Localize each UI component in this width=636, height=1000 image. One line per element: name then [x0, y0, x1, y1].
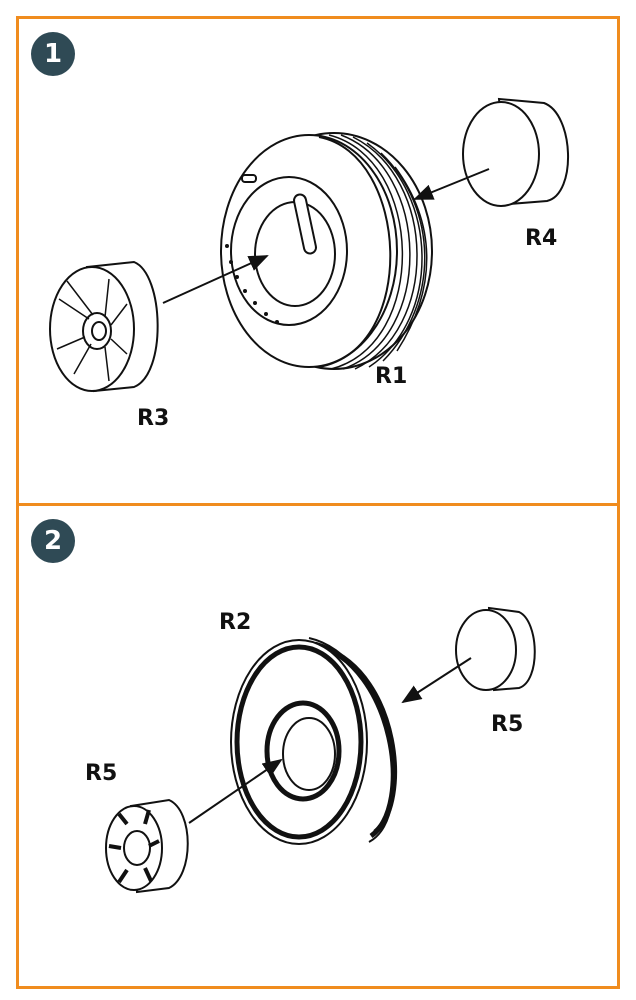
arrow-r4-to-r1	[413, 168, 490, 200]
label-r1: R1	[375, 364, 408, 389]
label-r5-right: R5	[491, 712, 524, 737]
step-1-drawing	[49, 97, 569, 393]
hub-r5-left	[105, 798, 189, 894]
step-2-drawing	[105, 606, 536, 894]
step-2-panel: 2 R2	[16, 503, 620, 989]
step-1-panel: 1	[16, 16, 620, 506]
step-1-badge: 1	[31, 32, 75, 76]
arrow-r5-left-to-r2	[188, 758, 283, 824]
step-2-badge: 2	[31, 519, 75, 563]
wheel-r2	[230, 637, 398, 845]
cap-r4	[462, 97, 569, 207]
arrow-r5-right-to-r2	[401, 657, 472, 704]
hub-r3	[49, 260, 159, 393]
tire-r1	[220, 132, 433, 370]
tire-sidewall-marks	[225, 244, 279, 324]
label-r5-left: R5	[85, 761, 118, 786]
arrow-r3-to-r1	[162, 255, 269, 304]
cap-r5-right	[455, 606, 536, 692]
label-r4: R4	[525, 226, 558, 251]
label-r2: R2	[219, 610, 252, 635]
label-r3: R3	[137, 406, 170, 431]
